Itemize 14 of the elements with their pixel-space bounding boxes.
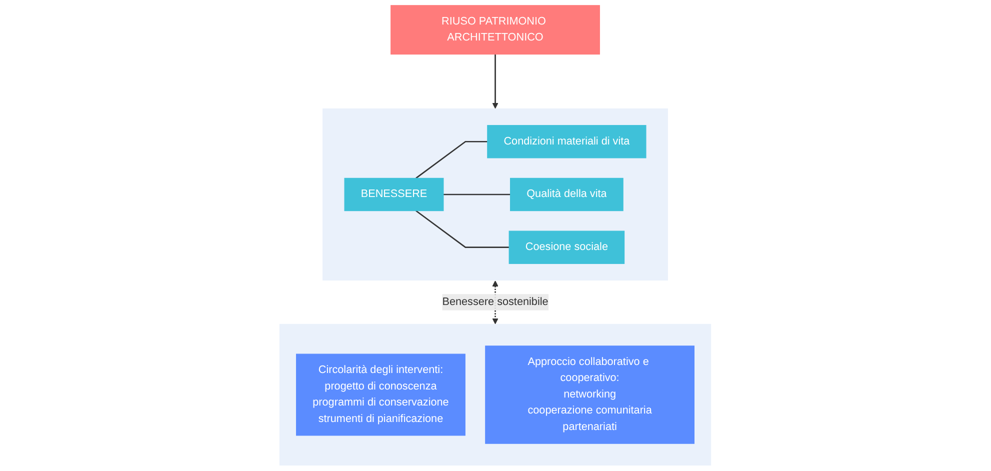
cluster — [322, 108, 668, 281]
node-box: Approccio collaborativo e cooperativo: networking cooperazione comunitaria partenariati — [485, 346, 695, 444]
node-box: Circolarità degli interventi: progetto di conoscenza programmi di conservazione strumenti di pianificazione — [296, 354, 466, 436]
connector — [416, 210, 510, 248]
node-box: Qualità della vita — [510, 178, 624, 212]
connector — [416, 140, 488, 179]
edge-label: Benessere sostenibile — [442, 296, 549, 308]
arrow — [492, 54, 498, 109]
node-box: Coesione sociale — [509, 230, 625, 264]
node-box: RIUSO PATRIMONIO ARCHITETTONICO — [390, 5, 600, 55]
node-box: Condizioni materiali di vita — [487, 125, 646, 158]
cluster — [280, 324, 712, 466]
connector — [444, 194, 511, 196]
node-box: BENESSERE — [344, 178, 444, 212]
